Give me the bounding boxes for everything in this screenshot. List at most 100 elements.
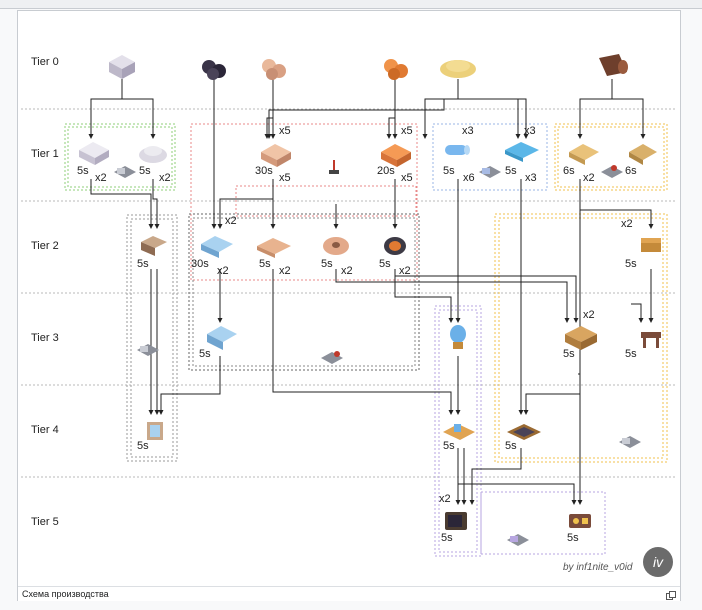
copper-bar-icon <box>381 144 411 167</box>
label-t1-c-mult: x5 <box>279 125 291 137</box>
label-t5-b-time: 5s <box>567 532 579 544</box>
item-labels: 5s x2 5s x2 x5 30s x5 x5 20s x5 x3 5s x6… <box>77 125 637 544</box>
tier-separators <box>21 108 677 478</box>
label-t1-f-mult: x3 <box>524 125 536 137</box>
stone-block-icon <box>109 55 135 79</box>
table-icon <box>641 332 661 348</box>
label-t2-d-time: 5s <box>321 258 333 270</box>
tier4-items <box>147 422 641 448</box>
lamp-board-icon <box>443 424 475 440</box>
beam-icon <box>629 144 657 165</box>
label-t1-h-time: 6s <box>625 165 637 177</box>
tier-0-label: Tier 0 <box>31 56 59 68</box>
label-t1-e-mult: x3 <box>462 125 474 137</box>
label-t1-g-time: 6s <box>563 165 575 177</box>
clay-ore-icon <box>262 59 286 80</box>
glass-frame-icon <box>207 326 237 350</box>
tier-3-label: Tier 3 <box>31 332 59 344</box>
label-t2-e-x: x2 <box>399 265 411 277</box>
copper-coil-icon <box>384 237 406 255</box>
label-t1-b-x: x2 <box>159 172 171 184</box>
label-t1-e-time: 5s <box>443 165 455 177</box>
label-t4-b-time: 5s <box>443 440 455 452</box>
tier0-items <box>109 54 628 80</box>
chest-icon <box>641 238 661 252</box>
tier2-items <box>141 236 661 258</box>
label-t1-f-time: 5s <box>505 165 517 177</box>
label-t1-g-x: x2 <box>583 172 595 184</box>
window-icon <box>147 422 163 440</box>
label-t1-d-mult: x5 <box>401 125 413 137</box>
iron-beam-icon <box>141 236 167 256</box>
glass-bar-icon <box>201 236 233 258</box>
lever-icon <box>329 160 339 174</box>
iv-logo-icon: iv <box>643 547 673 577</box>
machine-icon-t5 <box>507 534 529 546</box>
label-t3-a-time: 5s <box>199 348 211 360</box>
glass-tube-icon <box>445 145 470 155</box>
label-t5-mult: x2 <box>439 493 451 505</box>
label-t2-e-time: 5s <box>379 258 391 270</box>
tier-4-label: Tier 4 <box>31 424 59 436</box>
bulb-icon <box>450 325 466 349</box>
tv-icon <box>445 512 467 530</box>
label-t2-b-x: x2 <box>217 265 229 277</box>
tier-1-label: Tier 1 <box>31 148 59 160</box>
saw-machine-icon <box>601 165 623 178</box>
clay-tile-icon <box>257 238 291 258</box>
diagram-area: Tier 0 Tier 1 Tier 2 Tier 3 Tier 4 Tier … <box>21 14 677 587</box>
label-t3-d-time: 5s <box>625 348 637 360</box>
label-t1-d-time: 20s <box>377 165 395 177</box>
coal-ore-icon <box>202 60 226 80</box>
label-t2-a-time: 5s <box>137 258 149 270</box>
label-t1-c-x: x5 <box>279 172 291 184</box>
label-t4-a-time: 5s <box>137 440 149 452</box>
frame-board-icon <box>507 424 541 440</box>
conveyor-icon-t3 <box>137 344 159 356</box>
label-t1-d-x: x5 <box>401 172 413 184</box>
glass-pane-icon <box>505 142 539 162</box>
machine-icon-t4 <box>619 436 641 448</box>
label-t2-f-time: 5s <box>625 258 637 270</box>
label-t1-b-time: 5s <box>139 165 151 177</box>
wood-log-icon <box>599 54 628 76</box>
label-t2-b-mult: x2 <box>225 215 237 227</box>
label-t4-c-time: 5s <box>505 440 517 452</box>
production-diagram: Tier 0 Tier 1 Tier 2 Tier 3 Tier 4 Tier … <box>21 54 677 577</box>
tier-5-label: Tier 5 <box>31 516 59 528</box>
stone-slab-icon <box>79 142 109 165</box>
tier-2-label: Tier 2 <box>31 240 59 252</box>
image-caption: Схема производства <box>22 589 109 599</box>
tier3-items <box>137 325 661 364</box>
label-t2-c-x: x2 <box>279 265 291 277</box>
label-t3-c-time: 5s <box>563 348 575 360</box>
label-t3-c-mult: x2 <box>583 309 595 321</box>
top-edge <box>0 0 702 9</box>
machine-icon-t3 <box>321 351 343 364</box>
connector-lines <box>88 79 654 505</box>
crate-icon <box>565 326 597 350</box>
tier5-items <box>445 512 591 546</box>
conveyor-machine-icon <box>114 166 136 178</box>
label-t2-d-x: x2 <box>341 265 353 277</box>
caption-bar: Схема производства <box>18 586 680 601</box>
plank-icon <box>569 144 599 165</box>
label-t1-e-x: x6 <box>463 172 475 184</box>
label-t2-c-time: 5s <box>259 258 271 270</box>
label-t2-f-mult: x2 <box>621 218 633 230</box>
conveyor-machine-icon-2 <box>479 166 501 178</box>
group-frames <box>64 123 668 557</box>
radio-icon <box>569 514 591 528</box>
logo-text: iv <box>653 554 664 570</box>
label-t5-a-time: 5s <box>441 532 453 544</box>
enlarge-icon[interactable] <box>666 588 676 600</box>
label-t1-c-time: 30s <box>255 165 273 177</box>
label-t1-a-time: 5s <box>77 165 89 177</box>
clay-ring-icon <box>323 237 349 255</box>
label-t1-f-x: x3 <box>525 172 537 184</box>
gravel-pile-icon <box>139 146 167 163</box>
label-t2-b-time: 30s <box>191 258 209 270</box>
sand-pile-icon <box>440 60 476 78</box>
tier1-items <box>79 142 657 178</box>
copper-ore-icon <box>384 59 408 80</box>
